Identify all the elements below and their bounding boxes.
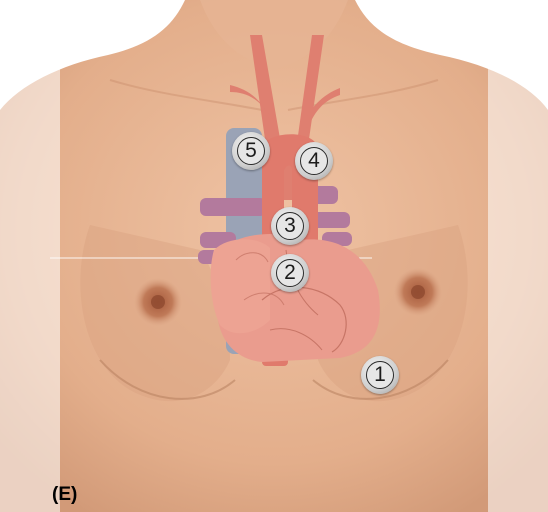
marker-2-label: 2 (276, 259, 304, 287)
marker-5-label: 5 (237, 137, 265, 165)
panel-label: (E) (52, 484, 77, 506)
marker-3-label: 3 (276, 212, 304, 240)
pulmonary-vessels-upper (200, 198, 266, 216)
marker-5[interactable]: 5 (232, 132, 270, 170)
marker-2[interactable]: 2 (271, 254, 309, 292)
marker-3[interactable]: 3 (271, 207, 309, 245)
marker-1[interactable]: 1 (361, 356, 399, 394)
marker-4-label: 4 (300, 147, 328, 175)
marker-1-label: 1 (366, 361, 394, 389)
marker-4[interactable]: 4 (295, 142, 333, 180)
